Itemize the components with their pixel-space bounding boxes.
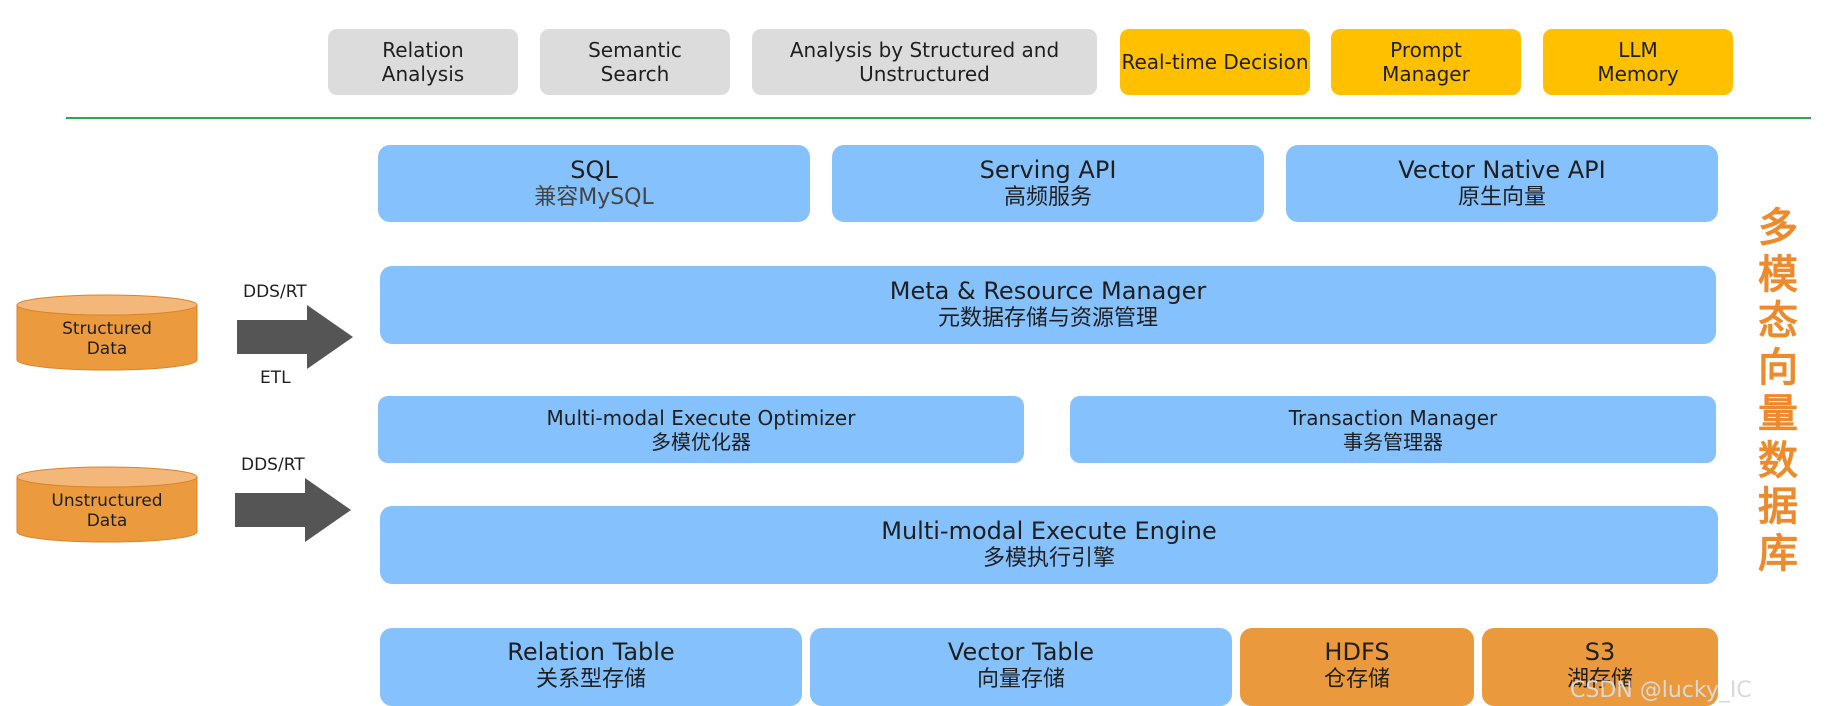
storage-hdfs-title: HDFS — [1324, 638, 1390, 666]
interface-serving-api-subtitle: 高频服务 — [1003, 184, 1092, 210]
interface-serving-api-title: Serving API — [979, 155, 1117, 184]
structured-data-line1: Structured — [62, 318, 152, 339]
layer-divider — [66, 117, 1811, 119]
app-semantic-search-line1: Semantic — [588, 38, 682, 62]
transaction-manager: Transaction Manager 事务管理器 — [1070, 396, 1716, 463]
meta-resource-manager: Meta & Resource Manager 元数据存储与资源管理 — [380, 266, 1716, 344]
interface-serving-api: Serving API 高频服务 — [832, 145, 1264, 222]
transaction-manager-title: Transaction Manager — [1288, 405, 1498, 430]
storage-s3-subtitle: 湖存储 — [1566, 666, 1633, 692]
interface-vector-native-api-subtitle: 原生向量 — [1457, 184, 1546, 210]
app-relation-analysis-line1: Relation — [382, 38, 464, 62]
app-realtime-decision-line1: Real-time Decision — [1121, 50, 1309, 74]
interface-vector-native-api-title: Vector Native API — [1398, 155, 1606, 184]
right-arrow-icon — [235, 478, 351, 542]
app-llm-memory-line2: Memory — [1597, 62, 1679, 86]
app-llm-memory: LLM Memory — [1543, 29, 1733, 95]
storage-s3-title: S3 — [1584, 638, 1616, 666]
unstructured-data-label: Unstructured Data — [15, 488, 199, 534]
storage-hdfs: HDFS 仓存储 — [1240, 628, 1474, 706]
unstructured-data-line1: Unstructured — [51, 490, 163, 511]
multimodal-execute-engine-subtitle: 多模执行引擎 — [982, 546, 1115, 572]
app-structured-unstructured-line1: Analysis by Structured and — [789, 38, 1060, 62]
multimodal-optimizer-subtitle: 多模优化器 — [651, 429, 751, 454]
storage-vector-table-title: Vector Table — [947, 638, 1095, 666]
storage-relation-table-subtitle: 关系型存储 — [535, 666, 646, 692]
watermark: CSDN @lucky_IC — [1570, 678, 1752, 703]
storage-relation-table-title: Relation Table — [507, 638, 675, 666]
app-semantic-search-line2: Search — [600, 62, 670, 86]
multimodal-optimizer-title: Multi-modal Execute Optimizer — [546, 405, 856, 430]
interface-vector-native-api: Vector Native API 原生向量 — [1286, 145, 1718, 222]
unstructured-data-line2: Data — [86, 511, 128, 531]
storage-vector-table: Vector Table 向量存储 — [810, 628, 1232, 706]
multimodal-execute-engine-title: Multi-modal Execute Engine — [881, 517, 1217, 546]
app-llm-memory-line1: LLM — [1618, 38, 1658, 62]
app-relation-analysis: Relation Analysis — [328, 29, 518, 95]
storage-relation-table: Relation Table 关系型存储 — [380, 628, 802, 706]
arrow-label-dds-rt-bottom: DDS/RT — [241, 455, 305, 475]
structured-data-label: Structured Data — [15, 316, 199, 362]
transaction-manager-subtitle: 事务管理器 — [1343, 429, 1443, 454]
arrow-label-dds-rt-top: DDS/RT — [243, 282, 307, 302]
storage-vector-table-subtitle: 向量存储 — [976, 666, 1065, 692]
interface-sql-title: SQL — [570, 155, 618, 184]
storage-hdfs-subtitle: 仓存储 — [1323, 666, 1390, 692]
structured-data-line2: Data — [86, 339, 128, 359]
structured-data-cylinder-icon — [16, 294, 198, 371]
meta-resource-manager-title: Meta & Resource Manager — [889, 277, 1207, 306]
multimodal-execute-engine: Multi-modal Execute Engine 多模执行引擎 — [380, 506, 1718, 584]
app-semantic-search: Semantic Search — [540, 29, 730, 95]
app-relation-analysis-line2: Analysis — [381, 62, 465, 86]
interface-sql: SQL 兼容MySQL — [378, 145, 810, 222]
multimodal-optimizer: Multi-modal Execute Optimizer 多模优化器 — [378, 396, 1024, 463]
app-prompt-manager-line1: Prompt — [1390, 38, 1462, 62]
arrow-label-etl: ETL — [260, 368, 291, 388]
side-title: 多模态向量数据库 — [1758, 205, 1798, 577]
app-structured-unstructured-line2: Unstructured — [859, 62, 990, 86]
app-realtime-decision: Real-time Decision — [1120, 29, 1310, 95]
meta-resource-manager-subtitle: 元数据存储与资源管理 — [937, 306, 1158, 332]
app-prompt-manager: Prompt Manager — [1331, 29, 1521, 95]
app-structured-unstructured-analysis: Analysis by Structured and Unstructured — [752, 29, 1097, 95]
unstructured-data-cylinder-icon — [16, 466, 198, 543]
app-prompt-manager-line2: Manager — [1382, 62, 1470, 86]
right-arrow-icon — [237, 305, 353, 369]
interface-sql-subtitle: 兼容MySQL — [534, 184, 654, 210]
